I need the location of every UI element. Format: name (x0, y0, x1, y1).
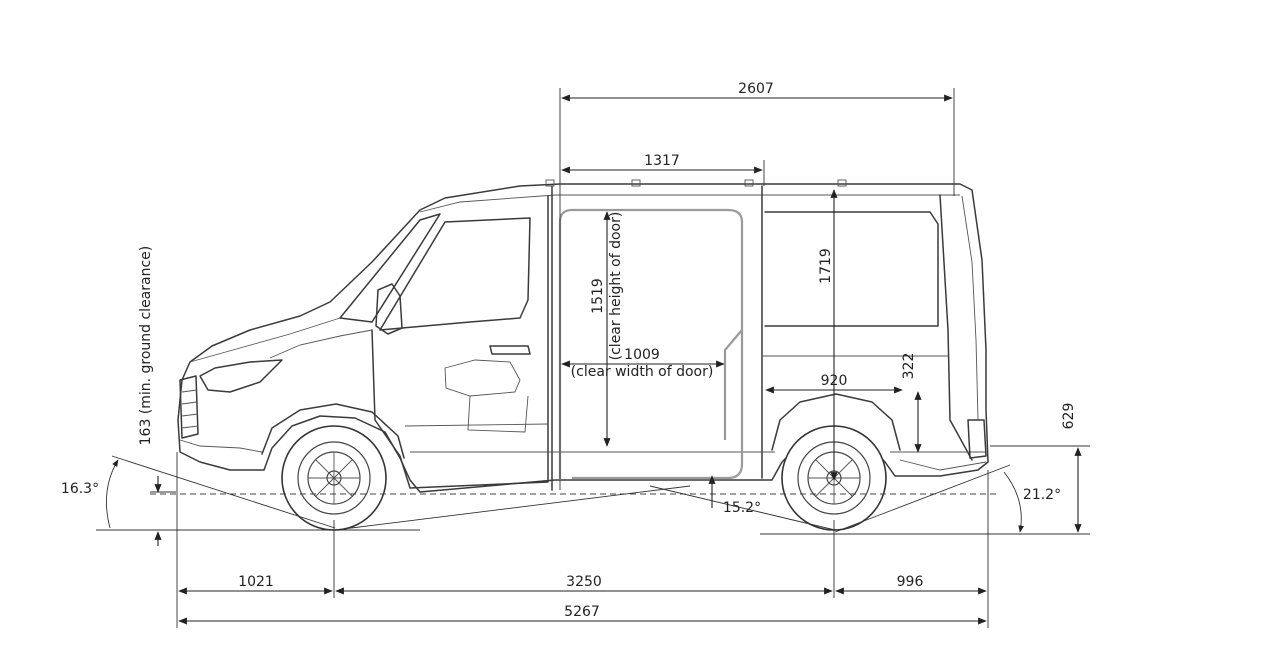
overall-length-label: 5267 (564, 604, 600, 620)
front-overhang-label: 1021 (238, 574, 274, 590)
sliding-door-edge (723, 329, 743, 440)
headlight (199, 359, 283, 393)
ground-clearance-label: 163 (138, 419, 154, 446)
ground-clearance-note: (min. ground clearance) (138, 246, 154, 415)
side-mirror (375, 283, 403, 335)
bonnet-line (189, 317, 341, 363)
front-door (371, 195, 549, 489)
rear-pillar (939, 194, 973, 461)
dimension-lines (150, 88, 1090, 628)
approach-angle-label: 16.3° (61, 481, 99, 497)
door-clear-width-label: 1009 (624, 347, 660, 363)
door-clear-height-note: (clear height of door) (608, 212, 624, 361)
front-wheel-arch (261, 403, 405, 459)
cab-window (379, 217, 531, 331)
door-clear-width-note: (clear width of door) (571, 364, 714, 380)
cargo-length-label: 2607 (738, 81, 774, 97)
roof-line (419, 194, 960, 213)
van-body (177, 179, 989, 493)
dimension-labels: 2607 1317 1719 1519 (clear height of doo… (61, 81, 1077, 620)
door-clear-height-label: 1519 (590, 278, 606, 314)
bonnet-crease (269, 329, 373, 359)
sliding-door-opening (558, 208, 744, 480)
ground-lines (96, 455, 1090, 535)
cargo-window (764, 211, 939, 327)
front-wheel (281, 425, 387, 531)
door-opening-length-label: 1317 (644, 153, 680, 169)
front-bumper (179, 439, 263, 453)
departure-angle-label: 21.2° (1023, 487, 1061, 503)
grille (179, 375, 199, 439)
ramp-angle-label: 15.2° (723, 500, 761, 516)
rear-overhang-label: 996 (897, 574, 924, 590)
wheelbase-label: 3250 (566, 574, 602, 590)
interior-height-label: 1719 (818, 248, 834, 284)
wheelhouse-height-label: 322 (901, 353, 917, 380)
windscreen (339, 213, 441, 323)
wheelhouse-width-label: 920 (821, 373, 848, 389)
door-handle (489, 345, 531, 355)
loading-sill-height-label: 629 (1061, 403, 1077, 430)
van-outline (177, 183, 989, 493)
seat (444, 359, 521, 397)
